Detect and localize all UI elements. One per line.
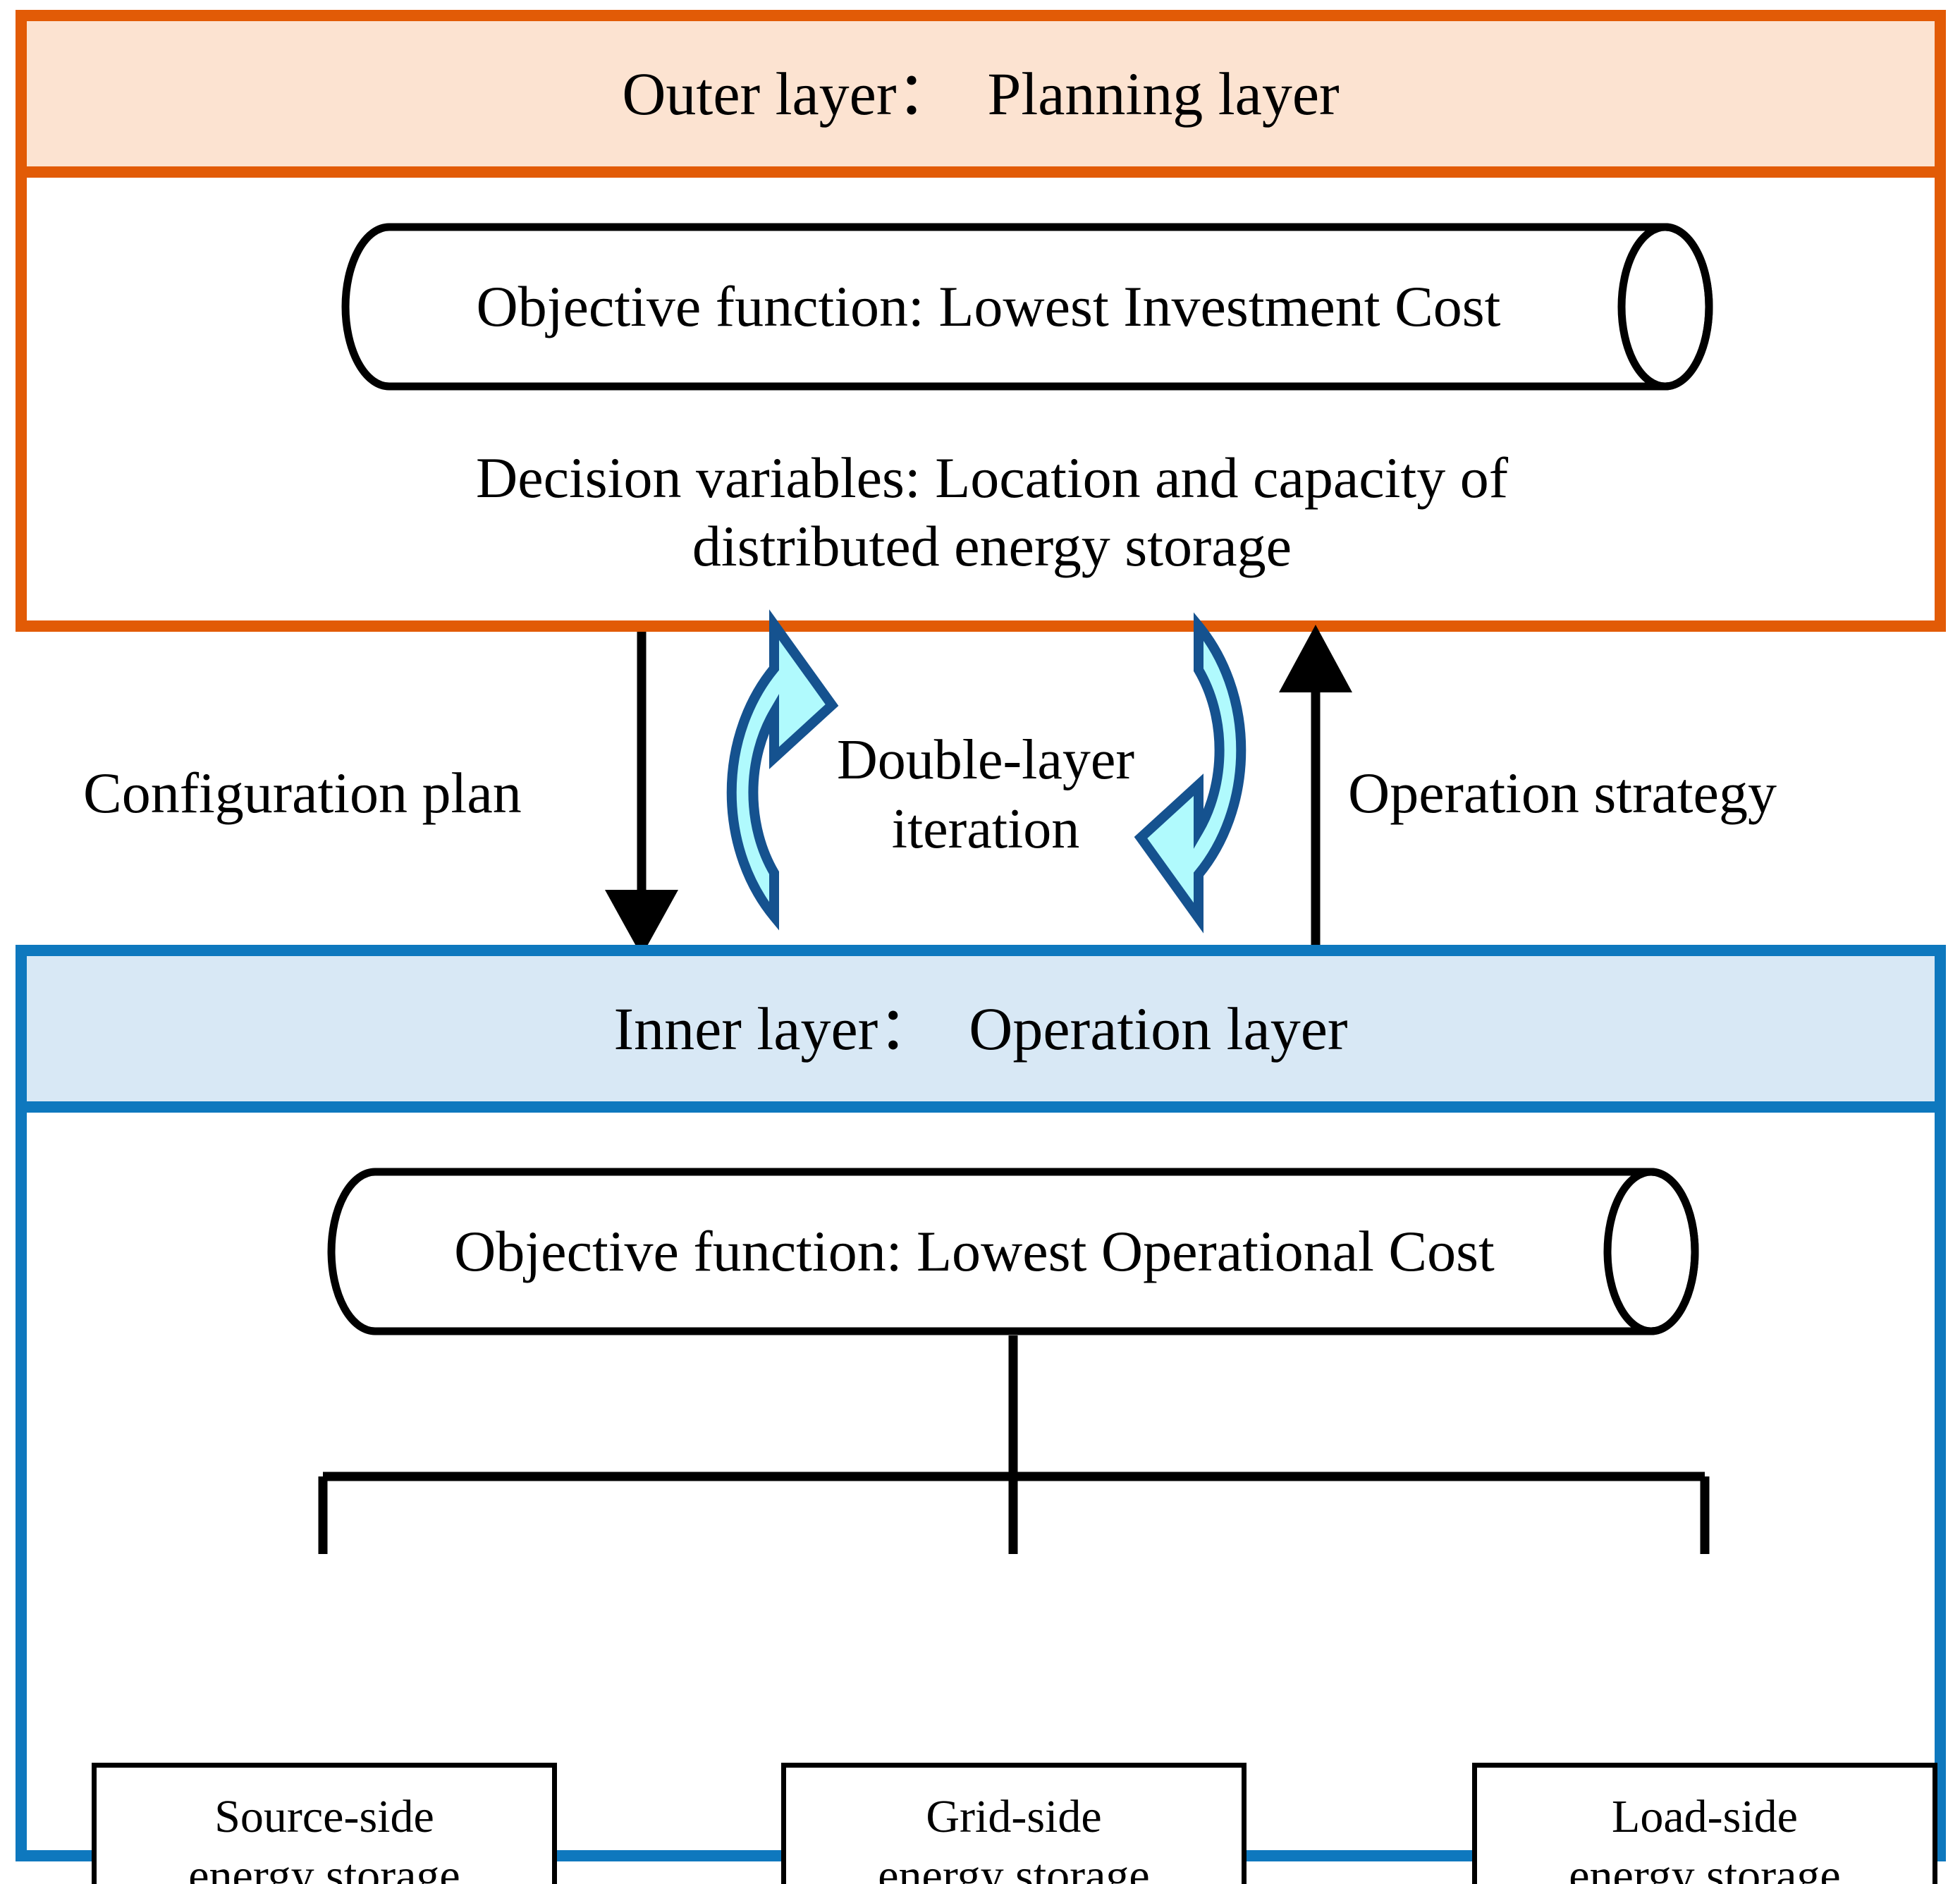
inner-objective-cylinder: Objective function: Lowest Operational C… xyxy=(298,1168,1729,1335)
outer-objective-text: Objective function: Lowest Investment Co… xyxy=(476,274,1501,338)
storage-tree-connectors xyxy=(318,1335,1710,1554)
storage-box-source-side[interactable]: Source-side energy storage xyxy=(92,1763,557,1884)
inner-layer-header: Inner layer： Operation layer xyxy=(27,956,1935,1113)
inner-layer-title: Inner layer： Operation layer xyxy=(613,995,1348,1063)
outer-planning-layer-panel: Outer layer： Planning layer Objective fu… xyxy=(16,10,1946,632)
outer-layer-header: Outer layer： Planning layer xyxy=(27,21,1935,178)
configuration-plan-label: Configuration plan xyxy=(83,761,522,825)
outer-decision-variables-text: Decision variables: Location and capacit… xyxy=(475,446,1509,578)
outer-layer-title: Outer layer： Planning layer xyxy=(622,60,1340,128)
operation-strategy-label: Operation strategy xyxy=(1348,761,1777,825)
double-layer-iteration-label: Double-layer iteration xyxy=(836,729,1135,860)
operation-strategy-arrow xyxy=(1279,625,1352,945)
inner-operation-layer-panel: Inner layer： Operation layer Objective f… xyxy=(16,945,1946,1884)
cylinder-shape-icon xyxy=(327,1168,1699,1335)
outer-objective-cylinder: Objective function: Lowest Investment Co… xyxy=(312,223,1743,391)
inner-objective-text: Objective function: Lowest Operational C… xyxy=(454,1219,1495,1283)
storage-box-grid-side[interactable]: Grid-side energy storage xyxy=(781,1763,1247,1884)
storage-box-load-side[interactable]: Load-side energy storage xyxy=(1472,1763,1937,1884)
configuration-plan-arrow xyxy=(605,632,678,956)
cylinder-shape-icon xyxy=(341,223,1713,391)
